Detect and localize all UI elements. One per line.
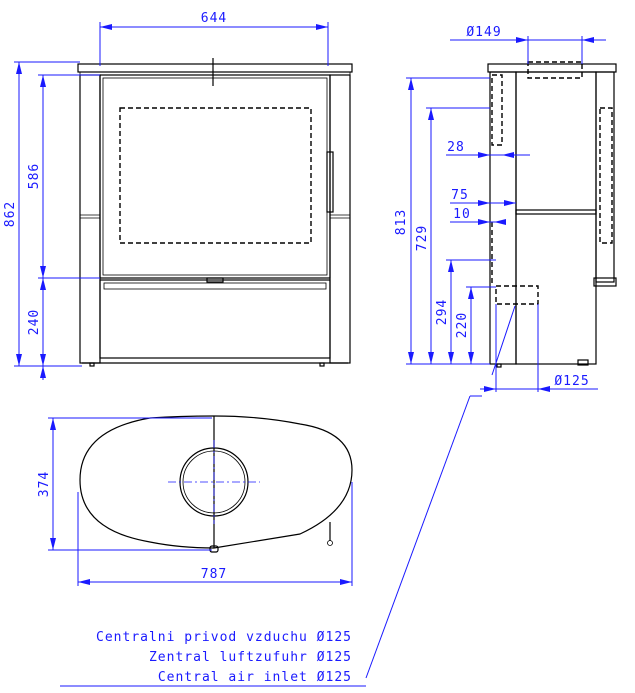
dim-side-inlet-diameter: Ø125 — [554, 374, 589, 389]
dim-front-height: 862 — [3, 201, 18, 227]
dim-side-outlet-height: 729 — [415, 225, 430, 251]
dim-side-inlet-294: 294 — [435, 299, 450, 325]
dim-front-door-height: 586 — [27, 163, 42, 189]
note-line-cz: Centralni privod vzduchu Ø125 — [96, 630, 352, 645]
dim-front-width: 644 — [201, 11, 227, 26]
dim-side-offset-28: 28 — [447, 140, 465, 155]
side-view — [487, 61, 617, 368]
top-dimensions: 374 787 — [37, 417, 353, 586]
dim-top-width: 787 — [201, 567, 227, 582]
dim-side-offset-10: 10 — [453, 207, 471, 222]
dim-side-height: 813 — [394, 209, 409, 235]
dim-side-flue-diameter: Ø149 — [466, 25, 501, 40]
air-inlet-note: Centralni privod vzduchu Ø125 Zentral lu… — [60, 630, 366, 687]
dim-side-offset-75: 75 — [451, 188, 469, 203]
dim-top-depth: 374 — [37, 471, 52, 497]
note-line-de: Zentral luftzufuhr Ø125 — [149, 650, 352, 665]
note-line-en: Central air inlet Ø125 — [158, 670, 352, 685]
top-view — [79, 415, 353, 553]
front-view — [77, 58, 353, 367]
dim-front-base-height: 240 — [27, 309, 42, 335]
front-dimensions: 644 862 586 240 — [3, 11, 329, 380]
side-dimensions: Ø149 813 729 28 75 10 294 — [365, 25, 606, 679]
dim-side-inlet-220: 220 — [455, 312, 470, 338]
